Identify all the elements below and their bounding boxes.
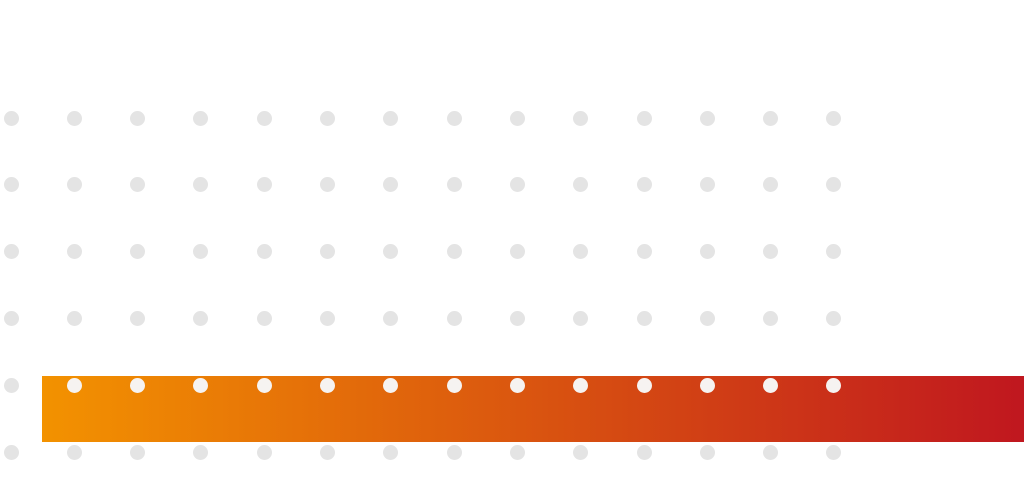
- grid-dot: [3, 310, 19, 326]
- grid-dot: [383, 310, 399, 326]
- grid-dot: [130, 177, 146, 193]
- grid-dot: [256, 444, 272, 460]
- grid-dot: [573, 177, 589, 193]
- grid-dot: [383, 110, 399, 126]
- grid-dot: [509, 444, 525, 460]
- grid-dot: [66, 177, 82, 193]
- grid-dot: [193, 177, 209, 193]
- grid-dot: [509, 310, 525, 326]
- grid-dot: [3, 177, 19, 193]
- grid-dot: [826, 444, 842, 460]
- grid-dot: [636, 110, 652, 126]
- grid-dot: [3, 244, 19, 260]
- grid-dot: [446, 177, 462, 193]
- grid-dot: [699, 377, 715, 393]
- grid-dot: [130, 377, 146, 393]
- grid-dot: [573, 377, 589, 393]
- grid-dot: [130, 444, 146, 460]
- grid-dot: [763, 310, 779, 326]
- grid-dot: [320, 177, 335, 193]
- grid-dot: [636, 444, 652, 460]
- grid-dot: [256, 244, 272, 260]
- grid-dot: [446, 110, 462, 126]
- grid-dot: [573, 310, 589, 326]
- grid-dot: [320, 377, 335, 393]
- grid-dot: [699, 110, 715, 126]
- grid-dot: [193, 244, 209, 260]
- grid-dot: [509, 110, 525, 126]
- grid-dot: [383, 377, 399, 393]
- grid-dot: [573, 444, 589, 460]
- grid-dot: [446, 310, 462, 326]
- grid-dot: [826, 244, 842, 260]
- grid-dot: [320, 110, 335, 126]
- grid-dot: [66, 244, 82, 260]
- grid-dot: [446, 444, 462, 460]
- grid-dot: [826, 177, 842, 193]
- grid-dot: [256, 310, 272, 326]
- grid-dot: [320, 444, 335, 460]
- grid-dot: [699, 310, 715, 326]
- grid-dot: [763, 177, 779, 193]
- grid-dot: [763, 377, 779, 393]
- grid-dot: [66, 310, 82, 326]
- grid-dot: [3, 444, 19, 460]
- grid-dot: [66, 110, 82, 126]
- grid-dot: [193, 310, 209, 326]
- grid-dot: [3, 377, 19, 393]
- grid-dot: [826, 110, 842, 126]
- grid-dot: [636, 310, 652, 326]
- grid-dot: [826, 377, 842, 393]
- grid-dot: [446, 377, 462, 393]
- grid-dot: [383, 444, 399, 460]
- grid-dot: [320, 244, 335, 260]
- grid-dot: [763, 110, 779, 126]
- grid-dot: [636, 377, 652, 393]
- grid-dot: [256, 110, 272, 126]
- grid-dot: [573, 110, 589, 126]
- grid-dot: [383, 244, 399, 260]
- grid-dot: [573, 244, 589, 260]
- grid-dot: [130, 110, 146, 126]
- grid-dot: [193, 110, 209, 126]
- grid-dot: [193, 377, 209, 393]
- grid-dot: [256, 377, 272, 393]
- grid-dot: [699, 444, 715, 460]
- grid-dot: [509, 377, 525, 393]
- grid-dot: [66, 444, 82, 460]
- grid-dot: [446, 244, 462, 260]
- grid-dot: [699, 177, 715, 193]
- grid-dot: [636, 244, 652, 260]
- grid-dot: [383, 177, 399, 193]
- grid-dot: [256, 177, 272, 193]
- grid-dot: [193, 444, 209, 460]
- grid-dot: [130, 310, 146, 326]
- grid-dot: [763, 444, 779, 460]
- grid-dot: [636, 177, 652, 193]
- grid-dot: [509, 244, 525, 260]
- grid-dot: [509, 177, 525, 193]
- grid-dot: [130, 244, 146, 260]
- grid-dot: [66, 377, 82, 393]
- grid-dot: [826, 310, 842, 326]
- grid-dot: [3, 110, 19, 126]
- grid-dot: [320, 310, 335, 326]
- grid-dot: [763, 244, 779, 260]
- grid-dot: [699, 244, 715, 260]
